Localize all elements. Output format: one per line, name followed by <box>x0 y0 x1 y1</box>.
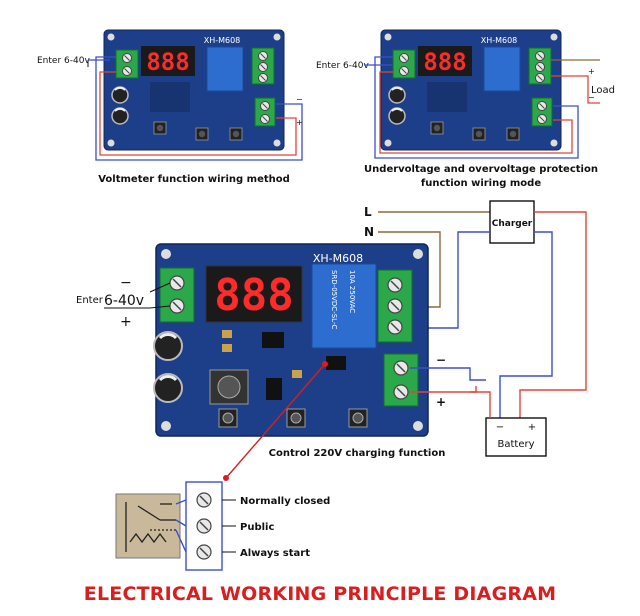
board-model-label: XH-M608 <box>204 36 241 45</box>
battery-plus: + <box>528 422 536 433</box>
mount-hole <box>273 33 281 41</box>
callout-line <box>225 363 326 479</box>
relay <box>483 46 521 92</box>
public-label: Public <box>240 522 274 533</box>
mount-hole <box>107 33 115 41</box>
normally-closed-label: Normally closed <box>240 496 330 507</box>
enter-label: Enter 6-40v <box>37 56 90 66</box>
charger-blue-wire <box>412 231 490 329</box>
led-display <box>141 46 195 76</box>
charger-box <box>489 200 535 244</box>
display-digits: 888 <box>214 270 293 321</box>
input-minus-sign: − <box>120 275 132 291</box>
relay <box>206 46 244 92</box>
relay-model-text: SRD-05VDC-SL-C <box>330 270 338 329</box>
chip <box>326 356 346 370</box>
board-model-label: XH-M608 <box>481 36 518 45</box>
protection-caption-line2: function wiring mode <box>421 178 541 189</box>
led-display <box>205 265 303 323</box>
chip <box>262 332 284 348</box>
relay-rating-text: 10A 250VAC <box>348 270 356 313</box>
battery-box <box>485 417 547 457</box>
always-start-label: Always start <box>240 548 310 559</box>
voltmeter-caption: Voltmeter function wiring method <box>98 174 290 185</box>
relay <box>311 263 377 349</box>
enter-label: Enter <box>76 295 104 306</box>
battery-negative-wire <box>410 367 486 381</box>
battery-label: Battery <box>497 439 534 450</box>
led-display <box>418 46 472 76</box>
relay-symbol <box>115 493 181 559</box>
svg-text:−: − <box>296 95 303 104</box>
input-terminal-block <box>115 49 139 79</box>
load-label: Load <box>591 85 615 96</box>
negative-wire <box>374 56 579 159</box>
protection-caption-line1: Undervoltage and overvoltage protection <box>364 164 598 175</box>
charging-control-panel: L N Charger − + Battery XH-M608 888 SRD-… <box>76 200 587 459</box>
components-area <box>150 82 190 112</box>
svg-text:+: + <box>296 118 303 127</box>
display-digits: 888 <box>146 48 189 76</box>
svg-text:+: + <box>588 67 595 76</box>
charging-caption: Control 220V charging function <box>269 448 446 459</box>
charger-negative-wire <box>499 231 553 418</box>
battery-minus: − <box>496 422 504 433</box>
input-plus-sign: + <box>120 314 132 330</box>
svg-text:−: − <box>436 353 446 367</box>
svg-text:−: − <box>588 93 595 102</box>
relay-contact-detail: Normally closed Public Always start <box>115 361 330 571</box>
footer-title: ELECTRICAL WORKING PRINCIPLE DIAGRAM <box>83 583 557 605</box>
positive-wire <box>379 71 573 154</box>
positive-wire <box>99 71 297 156</box>
voltage-label: 6-40v <box>104 293 144 309</box>
live-label: L <box>364 205 372 219</box>
voltmeter-wiring-panel: 888 XH-M608 Enter 6-40v − + Voltmeter fu… <box>37 29 303 185</box>
neutral-label: N <box>364 225 374 239</box>
enter-label: Enter 6-40v <box>316 61 369 71</box>
svg-text:+: + <box>436 395 446 409</box>
negative-wire <box>95 56 303 161</box>
board-model-label: XH-M608 <box>313 252 363 265</box>
charger-label: Charger <box>492 219 533 229</box>
display-digits: 888 <box>423 48 466 76</box>
mount-hole <box>107 139 115 147</box>
charger-red-wire <box>519 211 587 418</box>
mount-hole <box>273 139 281 147</box>
protection-wiring-panel: 888 XH-M608 Enter 6-40v + − Load Undervo… <box>316 29 615 189</box>
chip <box>266 378 282 400</box>
